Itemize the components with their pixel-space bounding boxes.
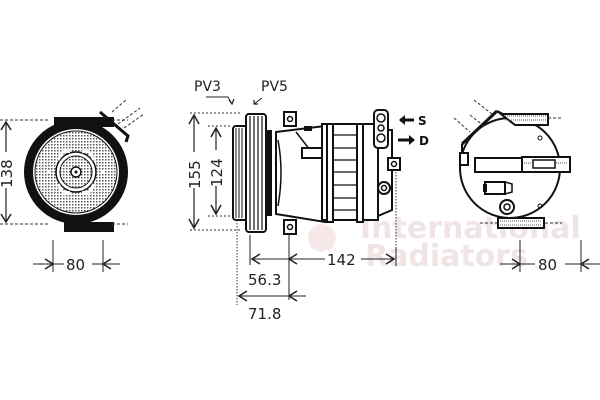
suction-port-label: S — [418, 114, 427, 128]
side-view: PV3 PV5 — [186, 79, 429, 323]
side-inner-height-dim: 124 — [208, 158, 226, 187]
front-width-dim: 80 — [66, 256, 85, 274]
rear-width-dim: 80 — [538, 256, 557, 274]
watermark-line2: Radiators — [365, 239, 528, 274]
side-offset-dim-2: 71.8 — [248, 305, 281, 323]
side-outer-height-dim: 155 — [186, 160, 204, 189]
pv5-label: PV5 — [261, 79, 288, 95]
rear-view: 80 — [453, 99, 600, 274]
pv3-label: PV3 — [194, 79, 221, 95]
front-view: 138 80 — [0, 99, 145, 274]
side-length-dim: 142 — [327, 251, 356, 269]
front-height-dim: 138 — [0, 159, 16, 188]
discharge-port-label: D — [419, 134, 429, 148]
side-offset-dim-1: 56.3 — [248, 271, 281, 289]
